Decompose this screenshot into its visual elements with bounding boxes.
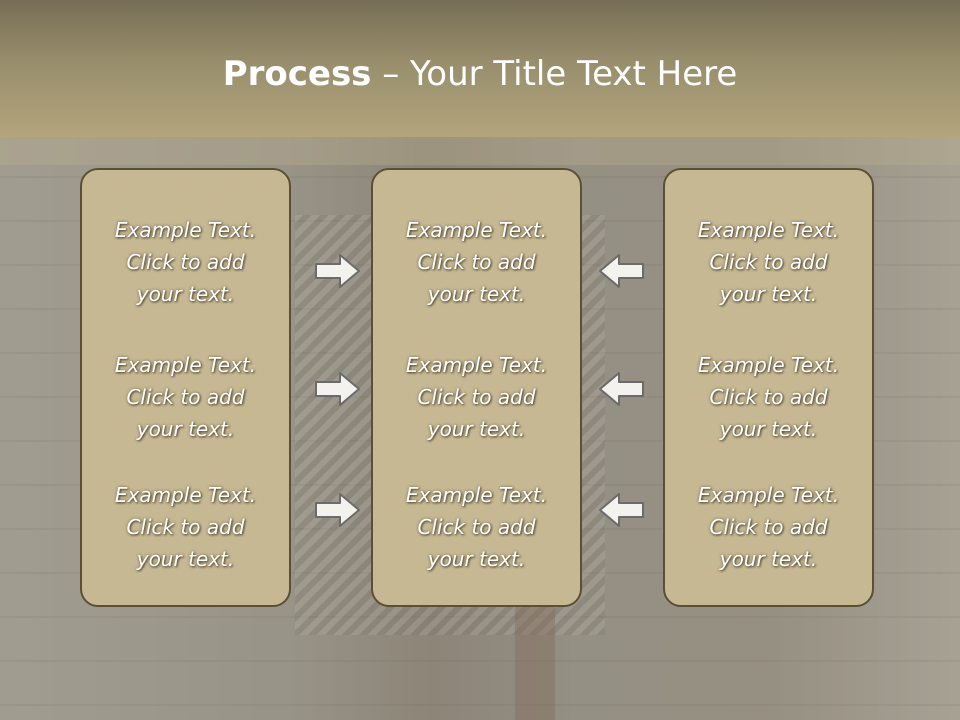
text-line: Click to add [126,250,245,274]
text-line: Example Text. [697,218,840,242]
text-line: Click to add [126,515,245,539]
text-line: your text. [136,417,235,441]
slide-title-rest: – Your Title Text Here [371,54,738,94]
arrow-right-icon [315,372,360,406]
text-line: Example Text. [405,483,548,507]
text-line: Example Text. [114,218,257,242]
text-block[interactable]: Example Text. Click to add your text. [82,349,289,445]
text-block[interactable]: Example Text. Click to add your text. [82,214,289,310]
text-line: your text. [719,282,818,306]
text-line: Example Text. [405,218,548,242]
text-line: Click to add [417,515,536,539]
text-line: your text. [427,547,526,571]
text-line: Example Text. [405,353,548,377]
background-post [515,590,555,720]
arrow-left-icon [599,254,644,288]
text-line: Example Text. [114,483,257,507]
text-block[interactable]: Example Text. Click to add your text. [665,479,872,575]
text-line: Example Text. [697,483,840,507]
arrow-left-icon [599,372,644,406]
slide-title-bold: Process [222,54,372,94]
text-block[interactable]: Example Text. Click to add your text. [82,479,289,575]
text-line: Click to add [709,515,828,539]
text-line: Click to add [417,250,536,274]
text-line: Click to add [417,385,536,409]
text-line: your text. [427,417,526,441]
text-line: Click to add [709,385,828,409]
text-block[interactable]: Example Text. Click to add your text. [373,349,580,445]
text-line: Click to add [709,250,828,274]
text-line: your text. [427,282,526,306]
text-line: your text. [136,282,235,306]
title-bar [0,0,960,137]
text-block[interactable]: Example Text. Click to add your text. [665,214,872,310]
text-block[interactable]: Example Text. Click to add your text. [373,214,580,310]
text-line: Example Text. [697,353,840,377]
process-box-center[interactable]: Example Text. Click to add your text. Ex… [371,168,582,607]
text-block[interactable]: Example Text. Click to add your text. [373,479,580,575]
arrow-left-icon [599,493,644,527]
text-line: your text. [719,417,818,441]
text-line: your text. [136,547,235,571]
process-box-right[interactable]: Example Text. Click to add your text. Ex… [663,168,874,607]
title-bar-band [0,137,960,165]
arrow-right-icon [315,493,360,527]
slide-title[interactable]: Process – Your Title Text Here [0,52,960,96]
text-line: Click to add [126,385,245,409]
arrow-right-icon [315,254,360,288]
process-box-left[interactable]: Example Text. Click to add your text. Ex… [80,168,291,607]
text-line: your text. [719,547,818,571]
text-block[interactable]: Example Text. Click to add your text. [665,349,872,445]
text-line: Example Text. [114,353,257,377]
